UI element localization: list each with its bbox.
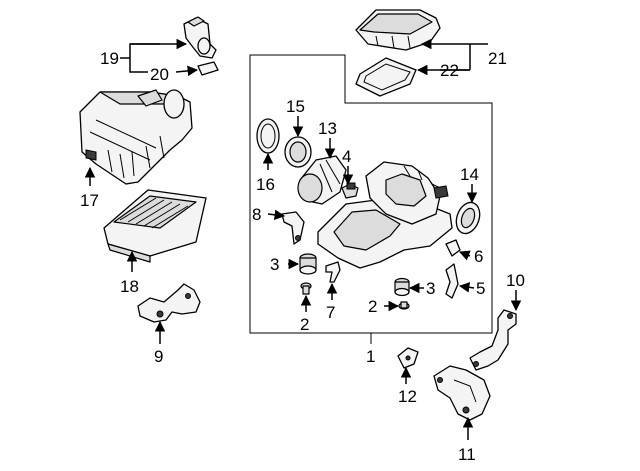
air-duct-cover: [355, 9, 441, 51]
callout-5: 5: [476, 279, 485, 298]
bolt-right: [398, 301, 410, 310]
grommet-right: [394, 277, 410, 297]
air-cleaner-upper-housing: [79, 89, 193, 185]
assembly-boundary: [249, 54, 493, 334]
callout-11: 11: [458, 445, 476, 464]
bolt-left: [300, 282, 312, 295]
cover-seal: [355, 57, 417, 97]
support-bracket-10: [469, 309, 517, 371]
callout-21: 21: [488, 49, 507, 68]
callout-1: 1: [366, 347, 375, 366]
callout-9: 9: [154, 347, 163, 366]
callout-13: 13: [318, 119, 337, 138]
callout-16: 16: [256, 175, 275, 194]
air-cleaner-lower-housing: [317, 161, 453, 269]
retaining-clip-7: [325, 261, 341, 283]
callout-2-right: 2: [368, 297, 377, 316]
callout-19: 19: [100, 49, 119, 68]
callout-12: 12: [398, 387, 417, 406]
temperature-sensor: [341, 182, 359, 199]
inlet-duct: [297, 155, 347, 205]
callout-4: 4: [342, 147, 351, 166]
callout-3-left: 3: [270, 255, 279, 274]
callout-7: 7: [326, 303, 335, 322]
hose-clamp: [256, 118, 280, 154]
housing-seal: [455, 201, 481, 235]
sensor-gasket: [197, 61, 219, 76]
callout-17: 17: [80, 191, 99, 210]
bracket-12: [397, 347, 419, 369]
seal-strip-5: [445, 263, 459, 299]
clip-6: [445, 239, 461, 257]
grommet-left: [299, 253, 317, 275]
callout-22: 22: [440, 61, 459, 80]
callout-3-right: 3: [426, 279, 435, 298]
callout-18: 18: [120, 277, 139, 296]
bracket-9: [137, 283, 201, 323]
air-filter-element: [103, 189, 207, 263]
callout-2-left: 2: [300, 315, 309, 334]
callout-15: 15: [286, 97, 305, 116]
support-bracket-8: [281, 211, 305, 245]
mount-bracket-11: [433, 365, 491, 421]
callout-14: 14: [460, 165, 479, 184]
hose-coupler: [284, 136, 312, 168]
callout-20: 20: [150, 65, 169, 84]
callout-10: 10: [506, 271, 525, 290]
mass-air-flow-sensor: [183, 16, 217, 59]
callout-8: 8: [252, 205, 261, 224]
callout-6: 6: [474, 247, 483, 266]
